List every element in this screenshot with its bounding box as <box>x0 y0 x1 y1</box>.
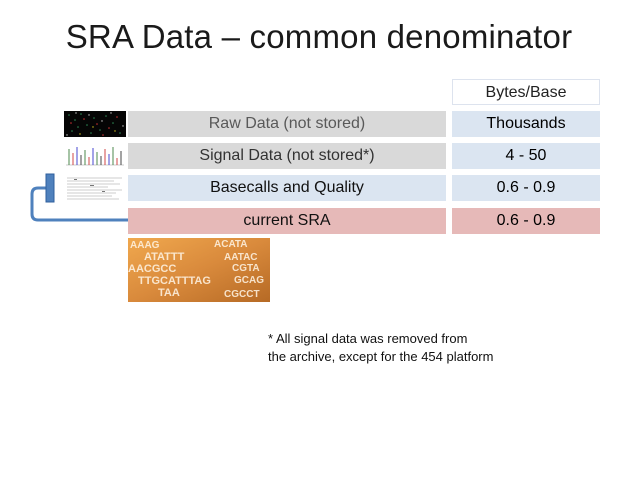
dna-text: ACATA <box>214 239 248 250</box>
dna-text: CGTA <box>232 263 260 274</box>
value-signal-data: 4 - 50 <box>452 143 600 169</box>
dna-text: TAA <box>158 287 180 299</box>
value-raw-data: Thousands <box>452 111 600 137</box>
raw-data-thumbnail <box>64 111 126 137</box>
row-current-sra-label: current SRA <box>128 208 446 234</box>
dna-text: TTGCATTTAG <box>138 275 211 287</box>
dna-text: CGCCT <box>224 289 260 300</box>
return-arrow <box>30 173 128 222</box>
row-basecalls-label: Basecalls and Quality <box>128 175 446 201</box>
basecalls-thumbnail <box>64 175 126 203</box>
dna-text: AACGCC <box>128 263 176 275</box>
dna-text: GCAG <box>234 275 264 286</box>
dna-sequence-image: AAAG ACATA ATATTT AATAC AACGCC CGTA TTGC… <box>128 238 270 302</box>
footnote-line-1: * All signal data was removed from <box>268 331 468 346</box>
dna-text: AAAG <box>130 240 160 251</box>
dna-text: ATATTT <box>144 251 185 263</box>
signal-data-thumbnail <box>64 143 126 169</box>
bytes-per-base-header: Bytes/Base <box>452 79 600 105</box>
footnote-line-2: the archive, except for the 454 platform <box>268 349 494 364</box>
value-current-sra: 0.6 - 0.9 <box>452 208 600 234</box>
row-signal-data-label: Signal Data (not stored*) <box>128 143 446 169</box>
marker-bar <box>45 173 55 203</box>
footnote: * All signal data was removed from the a… <box>268 330 493 366</box>
dna-text: AATAC <box>224 252 258 263</box>
value-basecalls: 0.6 - 0.9 <box>452 175 600 201</box>
slide-title: SRA Data – common denominator <box>65 18 573 55</box>
row-raw-data-label: Raw Data (not stored) <box>128 111 446 137</box>
